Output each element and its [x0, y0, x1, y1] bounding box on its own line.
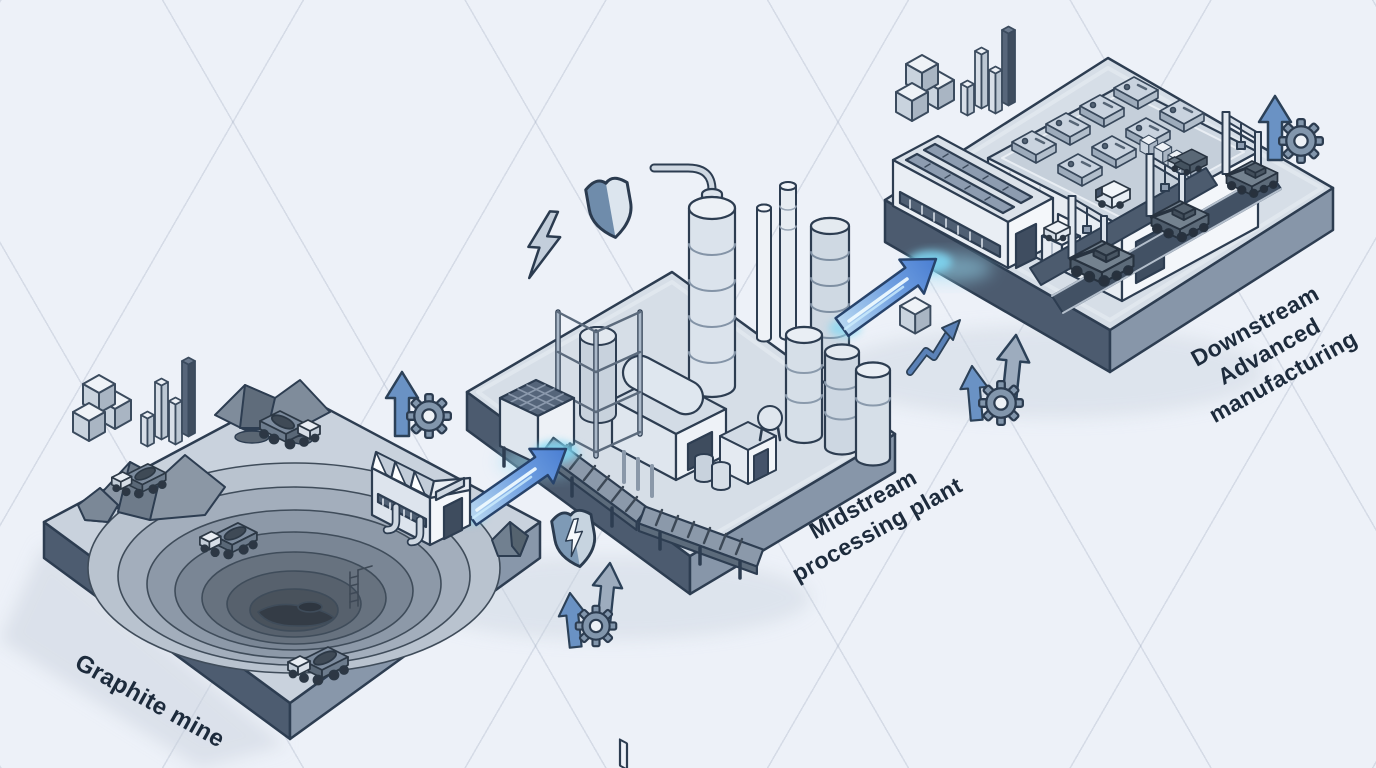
pit-ladder [349, 565, 373, 609]
sawtooth-building [891, 134, 1082, 274]
gear-icon [1278, 118, 1324, 164]
distillation-column [649, 163, 737, 399]
trend-arrow-icon [906, 319, 961, 376]
cubes-stack-icon [73, 375, 131, 441]
flow-arrow-midstream-to-downstream [829, 251, 952, 338]
storage-cylinders [784, 325, 892, 467]
bar-chart-icon [960, 25, 1016, 117]
flat-conveyor [637, 505, 765, 580]
gantry-crane [1067, 111, 1262, 259]
cube-icon [899, 296, 932, 335]
scaffold-tower [555, 309, 643, 459]
cubes-stack-icon [896, 55, 954, 121]
gear-icon [978, 380, 1024, 426]
process-units [694, 405, 783, 491]
gear-icon [574, 604, 618, 648]
lightning-icon [527, 210, 562, 280]
mine-office-building [370, 450, 472, 547]
white-car [1043, 220, 1071, 242]
military-truck [1167, 148, 1208, 176]
downstream-factory [883, 56, 1335, 374]
shield-lightning-icon [549, 506, 601, 572]
gear-icon [406, 393, 452, 439]
bar-chart-icon [140, 356, 196, 448]
delivery-van [1095, 180, 1131, 209]
shield-icon [583, 174, 638, 243]
chimney-stacks [756, 181, 797, 343]
